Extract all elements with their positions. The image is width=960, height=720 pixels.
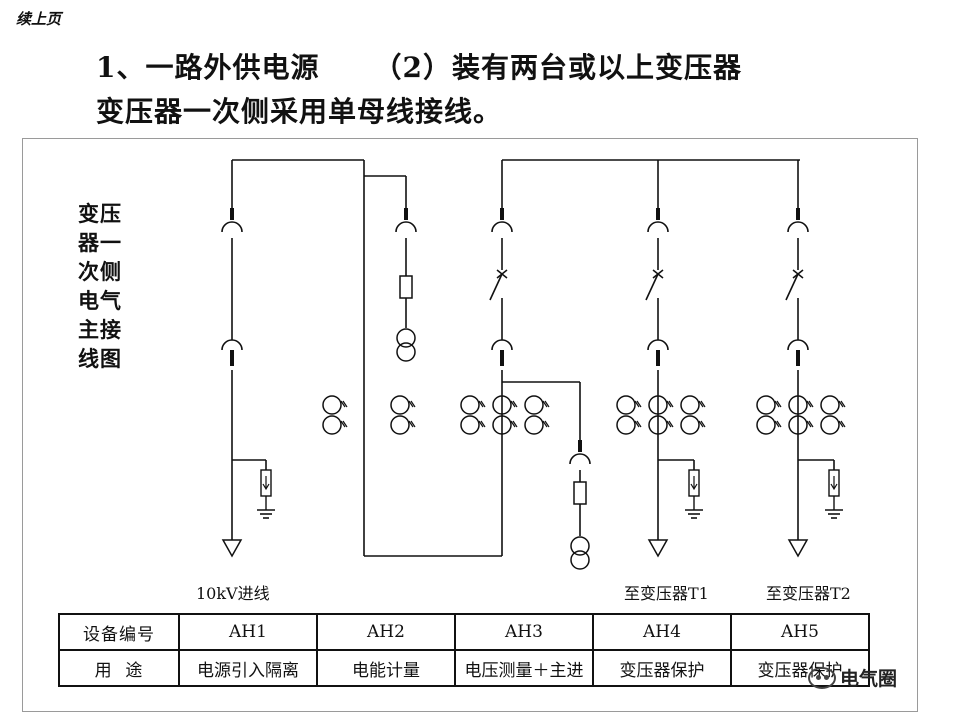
- table-cell: AH1: [178, 613, 318, 651]
- title-part-2: （2）装有两台或以上变压器: [373, 51, 742, 84]
- diagram-panel: [22, 138, 918, 712]
- title-part-1: 1、一路外供电源: [96, 51, 320, 84]
- table-row-header: 设备编号: [58, 613, 180, 651]
- table-cell: AH5: [730, 613, 870, 651]
- table-cell: 电压测量＋主进: [454, 649, 594, 687]
- watermark: 电气圈: [808, 664, 897, 691]
- continued-label: 续上页: [16, 10, 62, 28]
- watermark-text: 电气圈: [840, 668, 898, 690]
- table-cell: 电能计量: [316, 649, 456, 687]
- table-cell: AH3: [454, 613, 594, 651]
- page-subtitle: 变压器一次侧采用单母线接线。: [96, 95, 503, 128]
- feeder-t1-label: 至变压器T1: [624, 584, 709, 603]
- table-row: 设备编号 AH1 AH2 AH3 AH4 AH5: [58, 613, 870, 651]
- diagram-caption: 变压器一次侧电气主接线图: [78, 202, 122, 371]
- page-title: 1、一路外供电源 （2）装有两台或以上变压器: [96, 46, 742, 86]
- incoming-feeder-label: 10kV进线: [196, 584, 270, 603]
- wechat-icon: [808, 666, 836, 689]
- table-row-header: 用 途: [58, 649, 180, 687]
- table-cell: AH2: [316, 613, 456, 651]
- table-cell: 变压器保护: [592, 649, 732, 687]
- equipment-table: 设备编号 AH1 AH2 AH3 AH4 AH5 用 途 电源引入隔离 电能计量…: [58, 613, 870, 687]
- feeder-t2-label: 至变压器T2: [766, 584, 851, 603]
- table-row: 用 途 电源引入隔离 电能计量 电压测量＋主进 变压器保护 变压器保护: [58, 649, 870, 687]
- table-cell: AH4: [592, 613, 732, 651]
- table-cell: 电源引入隔离: [178, 649, 318, 687]
